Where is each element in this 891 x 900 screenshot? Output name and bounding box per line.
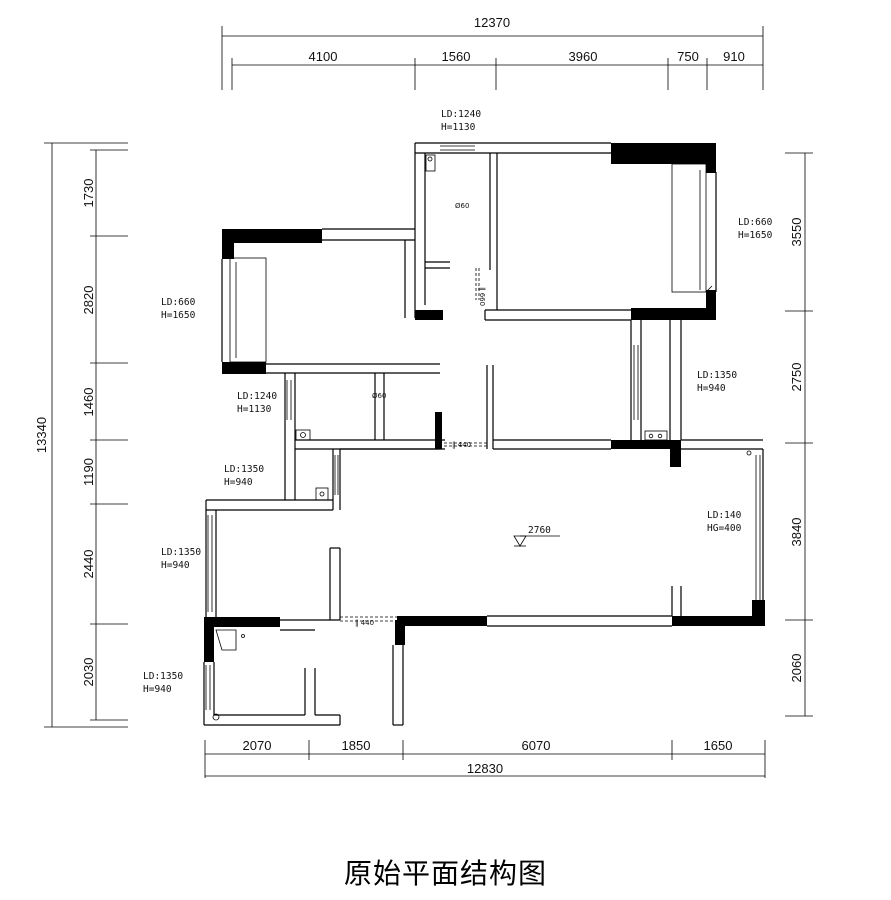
opening-label-8b: H=940 <box>161 560 190 571</box>
bottom-dimensions: 2070 1850 6070 1650 12830 <box>204 738 766 778</box>
dim-top-seg-1: 4100 <box>309 49 338 64</box>
opening-label-5a: LD:1240 <box>237 391 277 402</box>
elevation-value: 2760 <box>528 525 551 536</box>
dim-bottom-seg-4: 1650 <box>704 738 733 753</box>
opening-labels: LD:1240 H=1130 LD:660 H=1650 LD:660 H=16… <box>143 109 773 695</box>
opening-label-9a: LD:1350 <box>143 671 183 682</box>
dim-bottom-seg-1: 2070 <box>243 738 272 753</box>
opening-label-8a: LD:1350 <box>161 547 201 558</box>
plan-title: 原始平面结构图 <box>343 857 547 890</box>
dim-left-seg-6: 2030 <box>81 658 96 687</box>
dim-top-seg-4: 750 <box>677 49 699 64</box>
duct-mark-1: Ø60 <box>455 202 469 210</box>
opening-label-3a: LD:660 <box>161 297 196 308</box>
opening-label-5b: H=1130 <box>237 404 272 415</box>
dim-bottom-seg-2: 1850 <box>342 738 371 753</box>
opening-label-7b: HG=400 <box>707 523 742 534</box>
dim-left-seg-1: 1730 <box>81 179 96 208</box>
dim-top-seg-2: 1560 <box>442 49 471 64</box>
beams: ‖ 660 ‖ 440 ‖ 440 <box>340 268 487 627</box>
windows <box>205 145 761 710</box>
beam-mark-1: ‖ 660 <box>478 287 486 306</box>
beam-mark-2: ‖ 440 <box>452 441 471 449</box>
dim-bottom-overall: 12830 <box>467 761 503 776</box>
opening-label-2a: LD:660 <box>738 217 773 228</box>
dim-right-seg-3: 3840 <box>789 518 804 547</box>
dim-left-seg-2: 2820 <box>81 286 96 315</box>
dim-left-overall: 13340 <box>34 417 49 453</box>
opening-label-3b: H=1650 <box>161 310 196 321</box>
duct-mark-2: Ø60 <box>372 392 386 400</box>
opening-label-7a: LD:140 <box>707 510 742 521</box>
dim-top-seg-3: 3960 <box>569 49 598 64</box>
dim-right-seg-2: 2750 <box>789 363 804 392</box>
opening-label-1a: LD:1240 <box>441 109 481 120</box>
dim-left-seg-5: 2440 <box>81 550 96 579</box>
dim-left-seg-4: 1190 <box>81 458 96 486</box>
opening-label-9b: H=940 <box>143 684 172 695</box>
dim-right-seg-4: 2060 <box>789 654 804 683</box>
fixtures: Ø60 Ø60 <box>212 154 752 721</box>
left-dimensions: 13340 1730 2820 1460 1190 2440 2030 <box>34 142 128 728</box>
dim-right-seg-1: 3550 <box>789 218 804 247</box>
opening-label-6a: LD:1350 <box>224 464 264 475</box>
dim-bottom-seg-3: 6070 <box>522 738 551 753</box>
opening-label-2b: H=1650 <box>738 230 773 241</box>
elevation-mark: 2760 <box>513 525 560 547</box>
dim-top-seg-5: 910 <box>723 49 745 64</box>
opening-label-4b: H=940 <box>697 383 726 394</box>
walls <box>203 142 765 726</box>
dim-top-overall: 12370 <box>474 15 510 30</box>
beam-mark-3: ‖ 440 <box>355 619 374 627</box>
right-dimensions: 3550 2750 3840 2060 <box>785 152 813 717</box>
opening-label-6b: H=940 <box>224 477 253 488</box>
dim-left-seg-3: 1460 <box>81 388 96 417</box>
opening-label-1b: H=1130 <box>441 122 476 133</box>
top-dimensions: 12370 4100 1560 3960 750 910 <box>221 15 764 90</box>
opening-label-4a: LD:1350 <box>697 370 737 381</box>
